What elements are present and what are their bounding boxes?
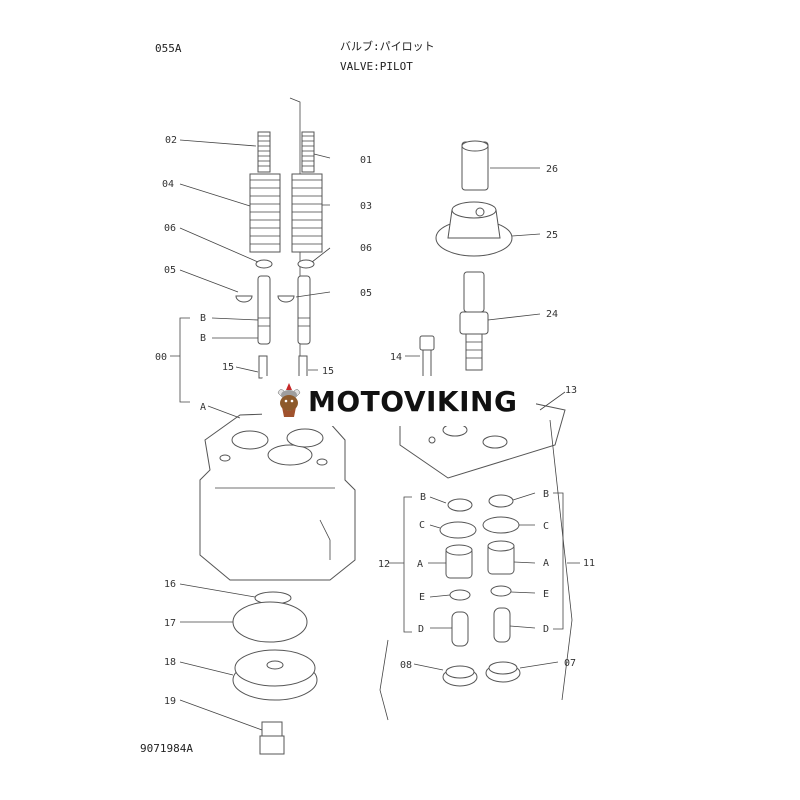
- callout-E-right: E: [543, 589, 549, 600]
- callout-D-left: D: [418, 624, 424, 635]
- cap-26: [461, 140, 489, 191]
- oring-C-right: [482, 516, 520, 534]
- spring-02: [257, 131, 271, 173]
- callout-13: 13: [565, 385, 577, 396]
- seal-B-left: [447, 498, 473, 512]
- callout-15-left: 15: [222, 362, 234, 373]
- pin-15-left: [258, 355, 268, 379]
- footer-code: 9071984A: [140, 742, 193, 755]
- callout-A: A: [200, 402, 206, 413]
- callout-D-right: D: [543, 624, 549, 635]
- watermark-banner: MOTOVIKING: [262, 376, 536, 426]
- callout-26: 26: [546, 164, 558, 175]
- plunger-left: [257, 275, 271, 345]
- bolt-19: [259, 721, 285, 755]
- oring-17: [232, 601, 308, 643]
- callout-08: 08: [400, 660, 412, 671]
- spring-04: [249, 173, 281, 253]
- callout-E-left: E: [419, 592, 425, 603]
- spring-03: [291, 173, 323, 253]
- washer-06-left: [255, 259, 273, 269]
- callout-02: 02: [165, 135, 177, 146]
- callout-18: 18: [164, 657, 176, 668]
- joint-24: [459, 271, 489, 371]
- plunger-right: [297, 275, 311, 345]
- piston-A-right: [487, 540, 515, 575]
- viking-mascot-icon: [277, 383, 301, 417]
- callout-24: 24: [546, 309, 558, 320]
- callout-12: 12: [378, 559, 390, 570]
- callout-A-right-left: A: [417, 559, 423, 570]
- nut-25: [435, 201, 513, 257]
- callout-C-left: C: [419, 520, 425, 531]
- callout-01: 01: [360, 155, 372, 166]
- callout-16: 16: [164, 579, 176, 590]
- callout-B-2: B: [200, 333, 206, 344]
- callout-06-right: 06: [360, 243, 372, 254]
- callout-B-right-left: B: [420, 492, 426, 503]
- callout-07: 07: [564, 658, 576, 669]
- bracket-11: [553, 492, 564, 630]
- callout-04: 04: [162, 179, 174, 190]
- callout-06-left: 06: [164, 223, 176, 234]
- callout-15-right: 15: [322, 366, 334, 377]
- bracket-12: [403, 496, 412, 633]
- callout-05-right: 05: [360, 288, 372, 299]
- oring-C-left: [439, 521, 477, 539]
- piston-A-left: [445, 544, 473, 579]
- callout-00: 00: [155, 352, 167, 363]
- side-line-left: [379, 639, 389, 721]
- seal-B-right: [488, 494, 514, 508]
- callout-17: 17: [164, 618, 176, 629]
- pin-D-left: [451, 611, 469, 647]
- callout-25: 25: [546, 230, 558, 241]
- spring-01: [301, 131, 315, 173]
- side-line-right: [549, 419, 573, 701]
- callout-14: 14: [390, 352, 402, 363]
- callout-19: 19: [164, 696, 176, 707]
- washer-06-right: [297, 259, 315, 269]
- diagram-code: 055A: [155, 42, 182, 55]
- bolt-14: [419, 335, 435, 379]
- callout-03: 03: [360, 201, 372, 212]
- plate-18: [232, 649, 318, 701]
- seal-E-right: [490, 585, 512, 597]
- clip-05-left: [235, 295, 253, 303]
- brand-name: MOTOVIKING: [308, 384, 518, 418]
- callout-C-right: C: [543, 521, 549, 532]
- valve-body: [199, 411, 356, 581]
- callout-11: 11: [583, 558, 595, 569]
- nut-07: [485, 661, 521, 683]
- bracket-00: [179, 317, 190, 403]
- callout-B-1: B: [200, 313, 206, 324]
- callout-05-left: 05: [164, 265, 176, 276]
- clip-05-right: [277, 295, 295, 303]
- nut-08: [442, 665, 478, 687]
- pin-15-right: [298, 355, 308, 379]
- callout-A-right-right: A: [543, 558, 549, 569]
- callout-B-right-right: B: [543, 489, 549, 500]
- pin-D-right: [493, 607, 511, 643]
- title-japanese: バルブ:パイロット: [340, 39, 435, 53]
- seal-E-left: [449, 589, 471, 601]
- title-english: VALVE:PILOT: [340, 60, 413, 73]
- leader-lines: [170, 139, 580, 731]
